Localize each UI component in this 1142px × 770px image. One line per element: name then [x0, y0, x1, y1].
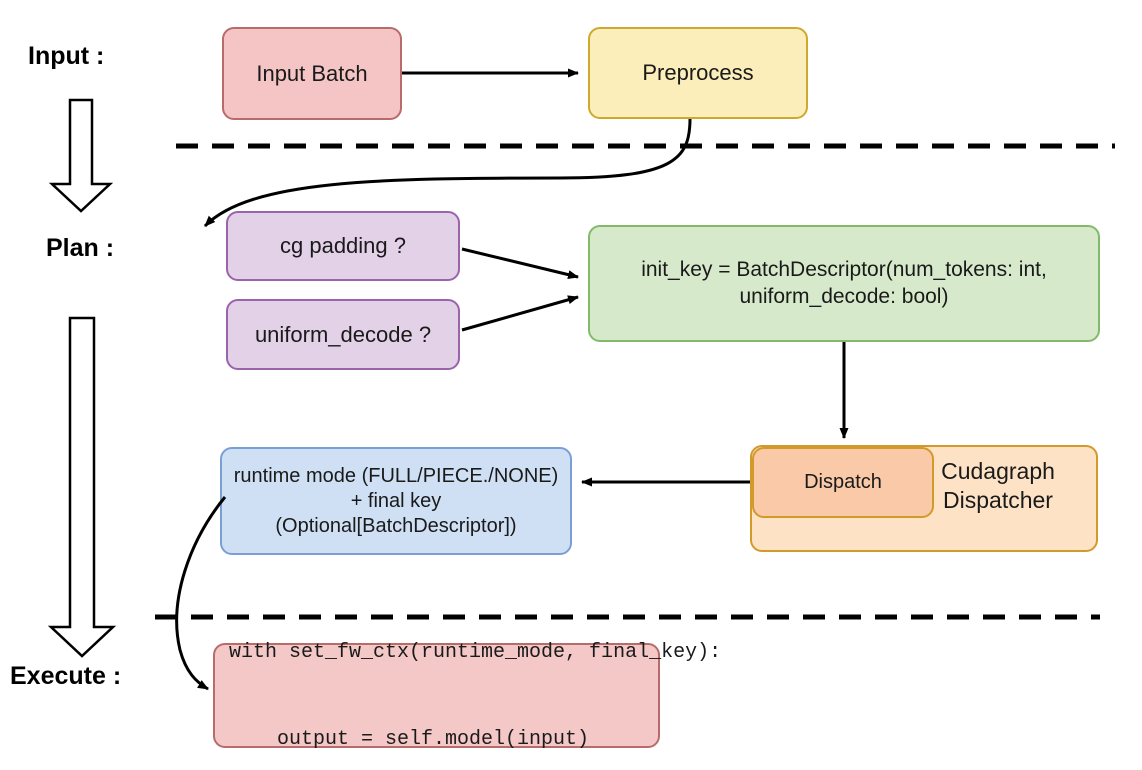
node-dispatch-label: Dispatch [804, 471, 882, 493]
node-input-batch-label: Input Batch [256, 60, 368, 86]
node-code-line1: with set_fw_ctx(runtime_mode, final_key)… [229, 640, 722, 664]
node-cudagraph-dispatcher-line1: Cudagraph [941, 458, 1055, 484]
connector-cg-padding-to-init-key [461, 247, 579, 280]
node-code-block[interactable]: with set_fw_ctx(runtime_mode, final_key)… [213, 641, 721, 751]
stage-label-input: Input : [28, 42, 105, 70]
connector-preprocess-to-cg-padding [203, 118, 692, 228]
node-runtime-mode[interactable]: runtime mode (FULL/PIECE./NONE) + final … [220, 447, 572, 555]
node-preprocess-label: Preprocess [642, 60, 754, 86]
node-uniform-decode-label: uniform_decode ? [254, 321, 432, 347]
node-uniform-decode[interactable]: uniform_decode ? [226, 299, 460, 370]
node-cg-padding[interactable]: cg padding ? [226, 211, 460, 281]
node-dispatch[interactable]: Dispatch [752, 447, 934, 518]
node-runtime-mode-line2: + final key (Optional[BatchDescriptor]) [275, 489, 517, 537]
node-code-line2: output = self.model(input) [229, 727, 590, 751]
node-init-key-line1: init_key = BatchDescriptor(num_tokens: i… [641, 258, 1047, 282]
node-init-key-line2: uniform_decode: bool) [739, 284, 949, 308]
plan-to-execute-block-arrow [47, 316, 117, 658]
stage-label-execute: Execute : [10, 662, 122, 690]
stage-label-plan: Plan : [46, 234, 115, 262]
node-init-key[interactable]: init_key = BatchDescriptor(num_tokens: i… [588, 225, 1100, 342]
node-runtime-mode-line1: runtime mode (FULL/PIECE./NONE) [233, 464, 559, 487]
node-preprocess[interactable]: Preprocess [588, 27, 808, 119]
connector-uniform-decode-to-init-key [461, 295, 579, 332]
node-input-batch[interactable]: Input Batch [222, 27, 402, 120]
input-to-plan-block-arrow [48, 98, 114, 213]
node-cg-padding-label: cg padding ? [280, 233, 406, 259]
node-cudagraph-dispatcher-line2: Dispatcher [943, 486, 1053, 513]
